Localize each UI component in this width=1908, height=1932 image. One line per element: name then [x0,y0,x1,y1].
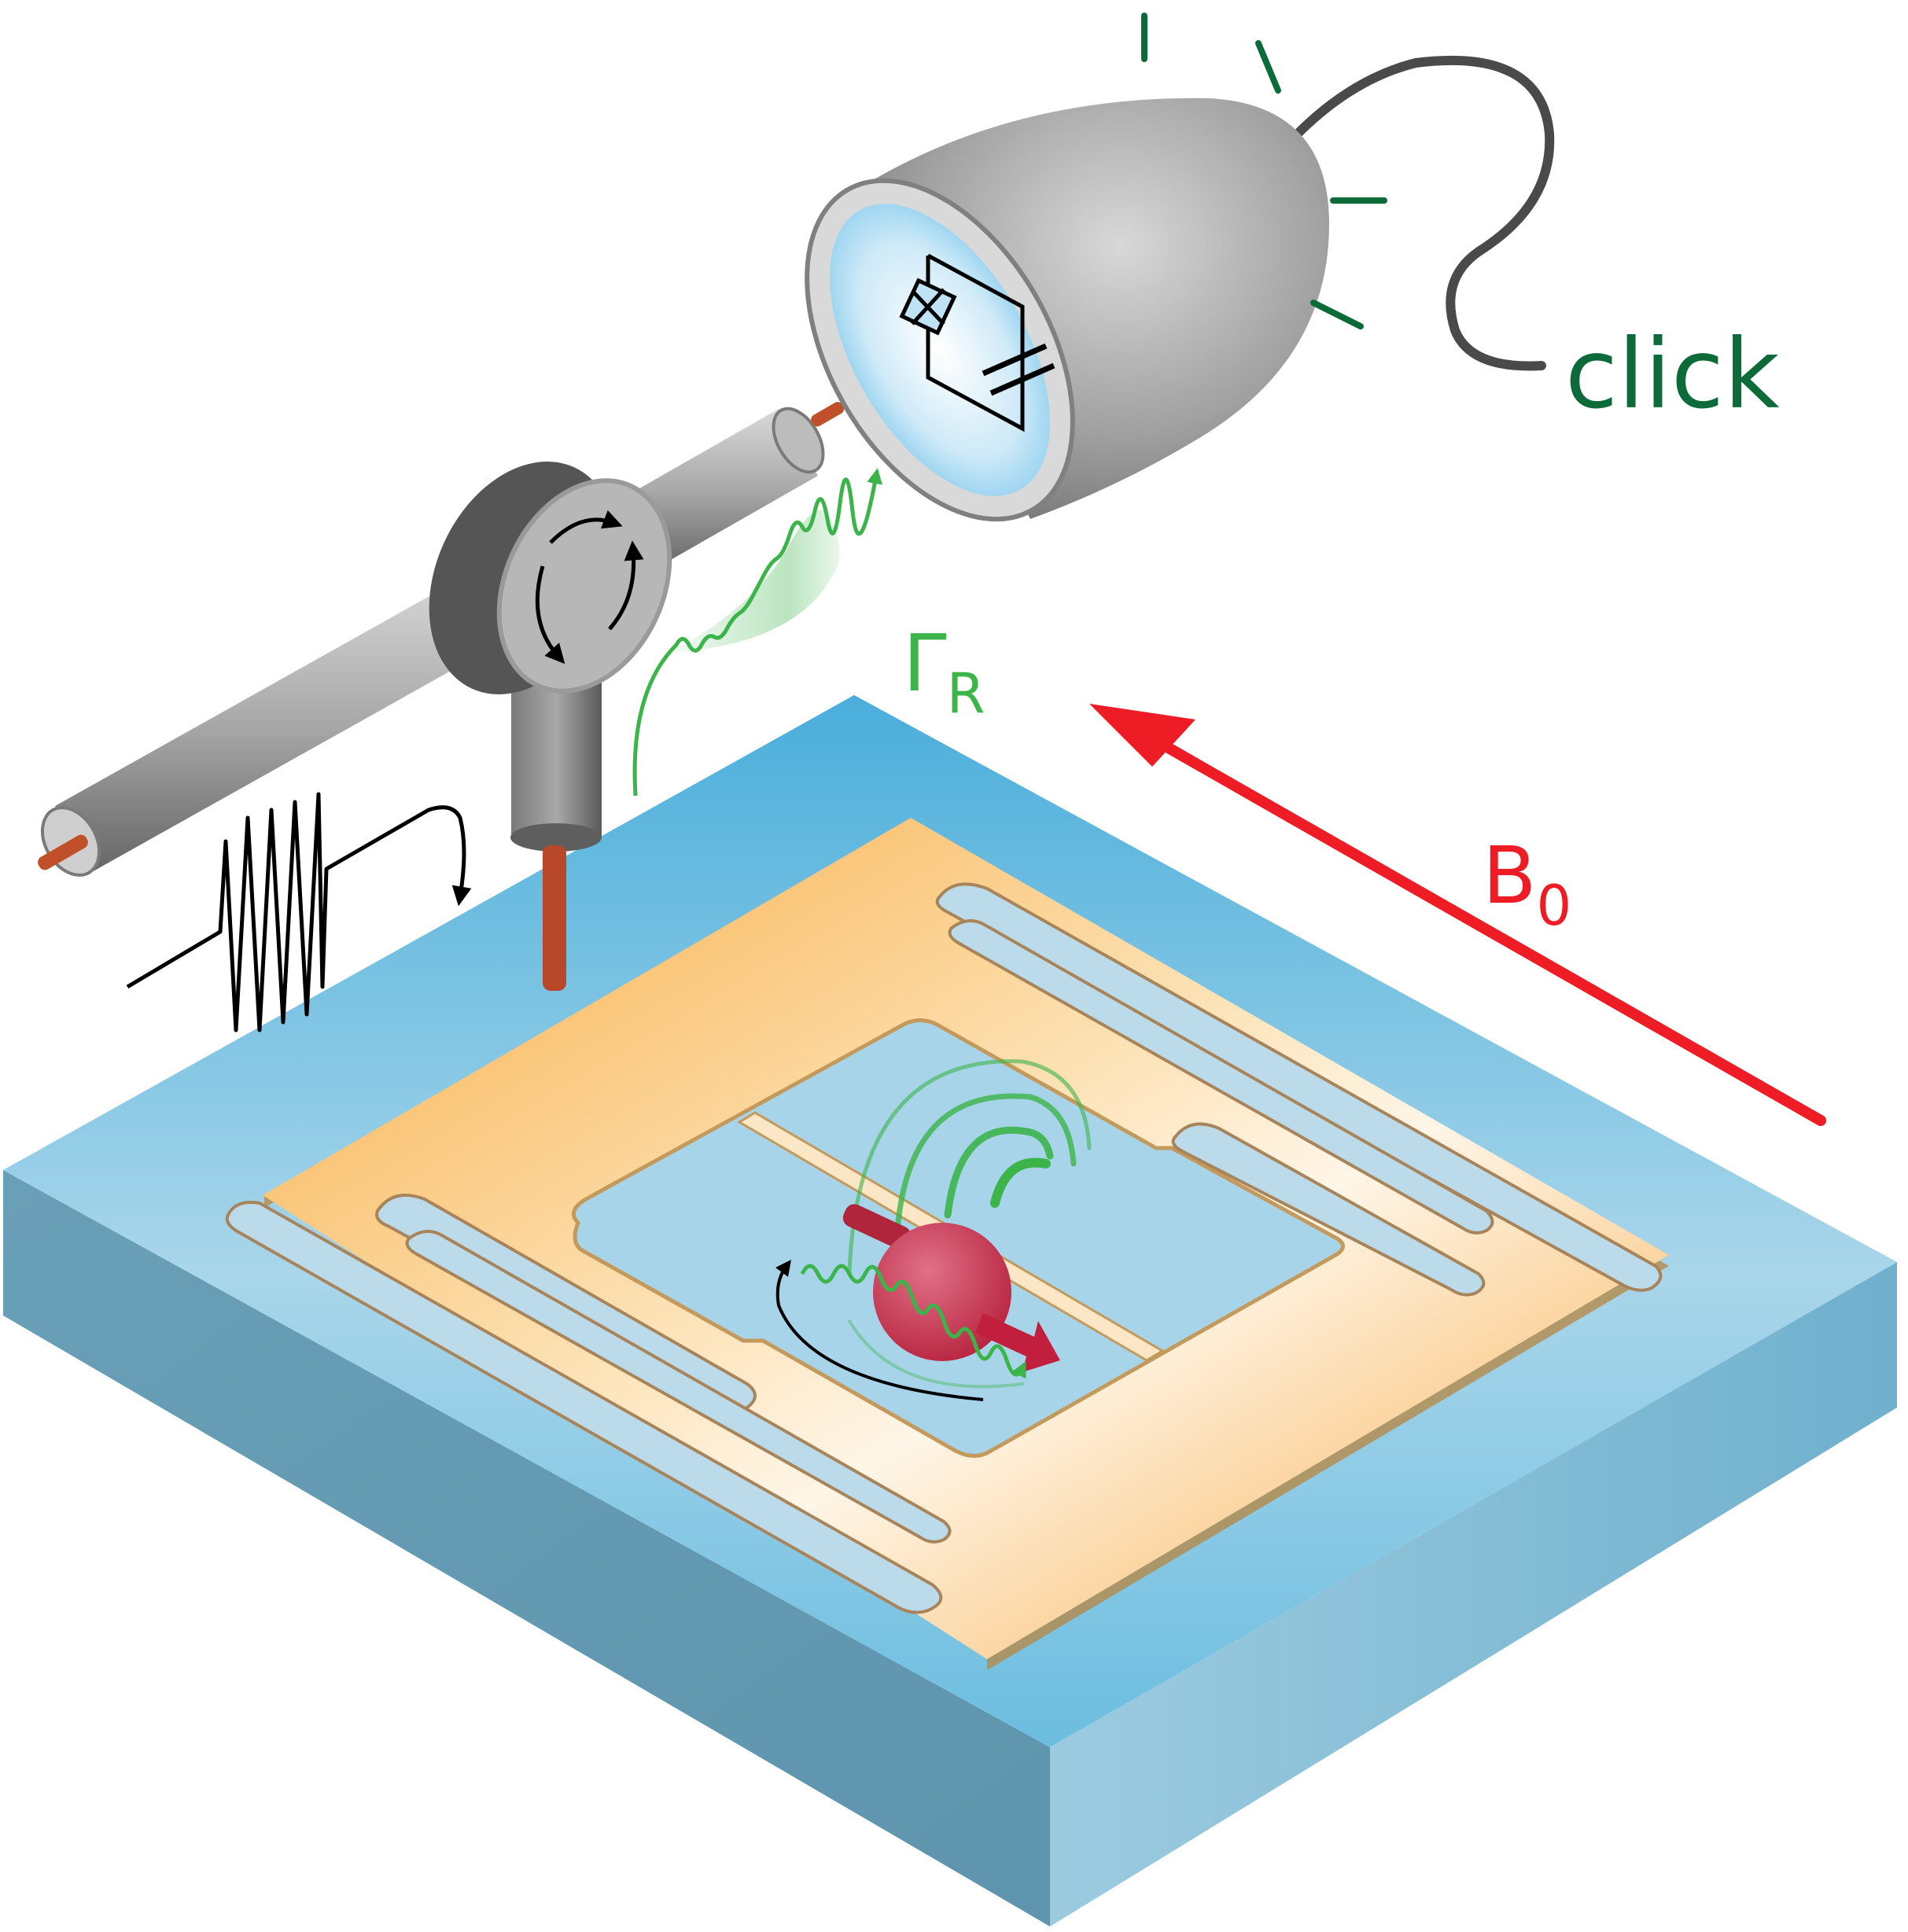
magnetic-field-arrow [1089,704,1826,1126]
coax-vertical-body [511,676,602,837]
coax-circulator-assembly [38,402,845,991]
coax-right-pin [811,402,845,427]
precession-arrow [775,1259,984,1401]
detector [805,13,1555,522]
detector-click-rays [1141,13,1387,329]
substrate-right-face [1050,1262,1897,1926]
circulator-arrow-right [608,540,644,631]
circulator-arrow-left [535,565,565,664]
detector-cable [1293,56,1555,371]
detector-circuit-symbol [899,253,1055,432]
coax-right-end [772,407,825,474]
spin-sphere [873,1223,1011,1361]
meander-slot-right-3 [1171,1122,1486,1297]
capacitor-plate-2 [989,362,1055,396]
meander-slot-left-2 [375,1194,757,1412]
field-arc-3 [893,1093,1077,1246]
output-photon [632,468,883,797]
field-arc-5 [848,1319,1024,1389]
meander-slot-right-2 [948,919,1494,1235]
coax-left-pin [38,834,88,870]
gamma-label: ΓR [903,617,985,726]
josephson-junction-cross-2 [911,288,945,326]
coax-vertical-pin [543,845,566,991]
field-label: B0 [1483,830,1571,938]
spin-arrow [975,1313,1060,1372]
capacitor-icon [982,343,1048,377]
emitted-photon-wave [800,1264,1026,1379]
coax-left-body [55,570,511,873]
output-photon-line [632,468,883,797]
circulator-arrow-top [549,510,623,544]
output-photon-envelope [669,510,840,653]
drive-pulse-waveform [126,792,472,1032]
meander-slot-left-1 [225,1201,943,1614]
field-arc-1 [990,1157,1051,1208]
meander-slot-right-1 [935,882,1663,1292]
circulator-face [496,478,672,694]
spin-ensemble [775,1059,1092,1401]
field-arc-2 [944,1126,1054,1219]
spin-axis-back [842,1204,912,1249]
detector-window [830,204,1050,496]
meander-slot-left-3 [405,1230,952,1544]
circuit-loop [926,253,1025,432]
field-arc-4 [847,1059,1092,1276]
click-label: click [1565,318,1780,430]
drive-pulse [126,792,472,1032]
coax-vertical-end [510,823,602,852]
substrate-left-face [3,1170,1050,1926]
